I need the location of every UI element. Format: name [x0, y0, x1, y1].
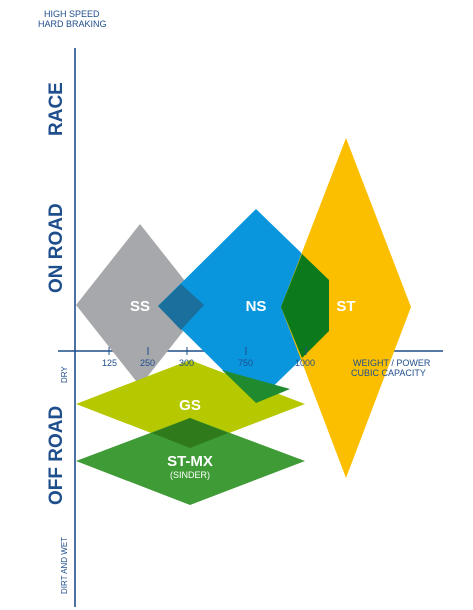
top-axis-label-line2: HARD BRAKING — [38, 19, 107, 29]
right-axis-label-line2: CUBIC CAPACITY — [351, 368, 426, 378]
shape-st-mx — [76, 418, 305, 505]
x-axis-ticks — [108, 347, 307, 355]
shape-ns — [158, 209, 356, 403]
zone-label-on-road: ON ROAD — [46, 203, 67, 293]
tick-label-1000: 1000 — [295, 358, 315, 368]
tick-label-250: 250 — [140, 358, 155, 368]
shape-ss — [76, 224, 204, 386]
zone-label-dry: DRY — [60, 366, 69, 383]
shape-gs — [76, 360, 305, 448]
category-label-gs: GS — [179, 397, 201, 414]
category-sublabel-sinder: (SINDER) — [170, 470, 210, 480]
overlap-ns-st — [281, 254, 329, 358]
tick-label-750: 750 — [238, 358, 253, 368]
zone-label-race: RACE — [46, 82, 67, 136]
tick-label-300: 300 — [179, 358, 194, 368]
shape-st — [281, 138, 411, 478]
zone-label-off-road: OFF ROAD — [46, 406, 67, 505]
category-label-st-mx: ST-MX — [167, 453, 213, 470]
category-label-ns: NS — [246, 298, 267, 315]
top-axis-label-line1: HIGH SPEED — [44, 9, 100, 19]
right-axis-label-line1: WEIGHT / POWER — [353, 358, 431, 368]
category-label-ss: SS — [130, 298, 150, 315]
overlap-ss-ns — [158, 284, 204, 330]
overlap-ns-gs — [222, 370, 290, 403]
category-label-st: ST — [336, 298, 355, 315]
overlap-gs-stmx — [152, 418, 228, 448]
zone-label-dirt-and-wet: DIRT AND WET — [60, 537, 69, 594]
tick-label-125: 125 — [102, 358, 117, 368]
